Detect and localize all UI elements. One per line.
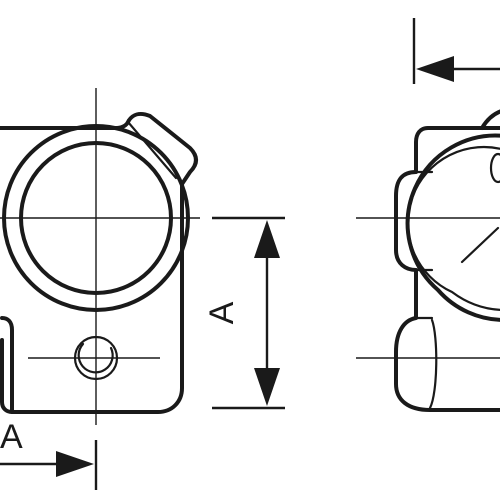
vertical-dimension: A <box>203 216 285 410</box>
top-dimension-arrow-left <box>416 56 454 82</box>
left-body-notch <box>0 316 14 414</box>
right-small-hole <box>489 152 500 184</box>
right-lug-outline <box>414 170 434 320</box>
dimension-label-a-vertical: A <box>203 301 241 324</box>
right-body-outline <box>394 126 500 412</box>
right-bore-inner-arc <box>406 145 500 311</box>
dimension-arrow-down <box>254 368 280 406</box>
left-view <box>0 88 200 425</box>
dimension-arrow-up <box>254 220 280 258</box>
right-bottom-bead <box>428 318 438 410</box>
left-lug-inner <box>126 120 178 180</box>
top-dimension <box>412 18 500 84</box>
right-top-lug <box>480 109 500 130</box>
dimension-label-a-bottom: A <box>0 418 23 456</box>
bottom-dimension: A <box>0 418 98 490</box>
right-view <box>356 109 500 412</box>
right-section-hatch <box>460 226 500 264</box>
bottom-dimension-arrow-right <box>56 451 94 477</box>
